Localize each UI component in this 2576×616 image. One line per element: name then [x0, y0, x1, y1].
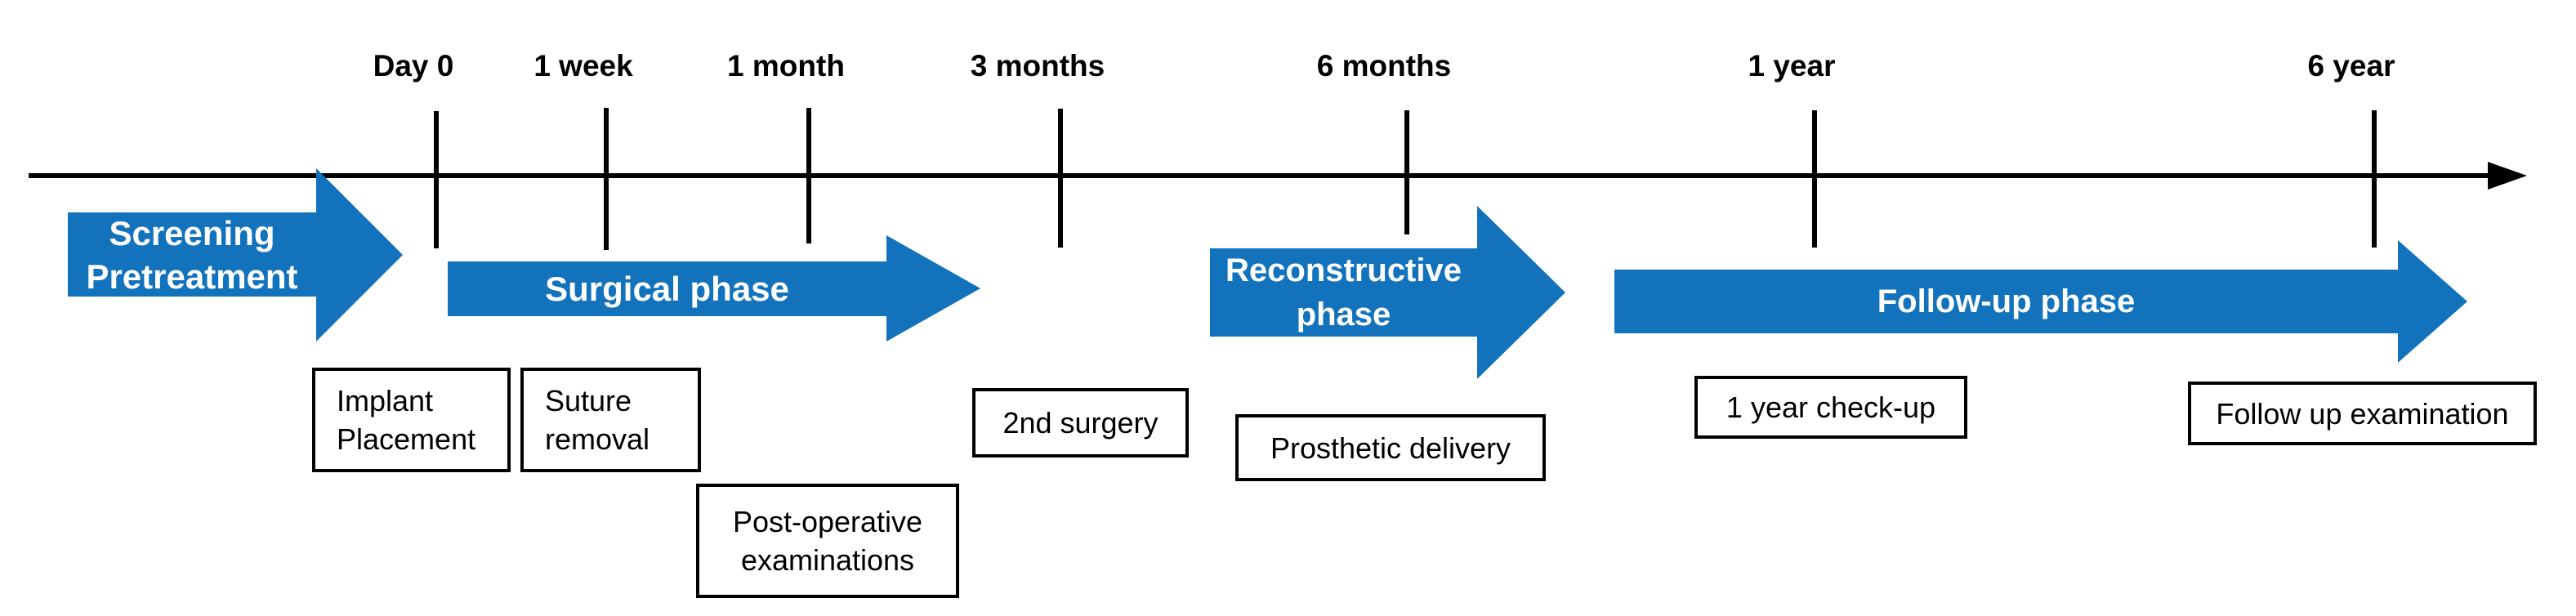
phase-arrow-surgical-phase-head-icon [886, 235, 980, 341]
event-box-suture-removal-label-line: removal [545, 422, 650, 456]
timeline-axis [29, 173, 2488, 178]
tick-label-3-months: 3 months [970, 49, 1105, 83]
phase-arrow-follow-up-phase-label-line: Follow-up phase [1877, 283, 2136, 319]
tick-1-week [604, 108, 609, 250]
phase-arrow-surgical-phase: Surgical phase [448, 261, 886, 316]
tick-6-year [2372, 110, 2377, 248]
event-box-follow-up-examination: Follow up examination [2188, 382, 2537, 445]
tick-1-month [806, 108, 811, 243]
tick-3-months [1058, 109, 1063, 248]
tick-day-0 [434, 111, 439, 248]
phase-arrow-screening-pretreatment-label-line: Pretreatment [86, 257, 298, 296]
phase-arrow-follow-up-phase-head-icon [2398, 240, 2467, 363]
event-box-follow-up-examination-label-line: Follow up examination [2216, 396, 2509, 431]
phase-arrow-screening-pretreatment-label-line: Screening [109, 213, 275, 252]
event-box-suture-removal-label-line: Suture [545, 384, 632, 417]
tick-label-6-months: 6 months [1316, 49, 1452, 83]
event-box-implant-placement-label-line: Placement [337, 422, 476, 456]
event-box-1-year-check-up-label-line: 1 year check-up [1726, 391, 1936, 424]
phase-arrow-reconstructive-phase-head-icon [1477, 205, 1565, 379]
phase-arrow-screening-pretreatment-head-icon [316, 167, 403, 341]
event-box-prosthetic-delivery-label-line: Prosthetic delivery [1270, 431, 1511, 465]
event-box-2nd-surgery: 2nd surgery [972, 388, 1189, 458]
timeline-axis-arrowhead-icon [2488, 162, 2527, 190]
phase-arrow-surgical-phase-label-line: Surgical phase [545, 269, 789, 308]
event-box-implant-placement-label-line: Implant [337, 384, 434, 417]
tick-1-year [1812, 110, 1817, 248]
phase-arrow-follow-up-phase: Follow-up phase [1614, 270, 2398, 333]
event-box-prosthetic-delivery: Prosthetic delivery [1235, 414, 1546, 481]
tick-label-day-0: Day 0 [373, 49, 454, 83]
tick-label-1-month: 1 month [727, 49, 845, 83]
event-box-post-operative-examinations-label-line: examinations [740, 543, 915, 577]
event-box-2nd-surgery-label-line: 2nd surgery [1002, 406, 1159, 440]
event-box-post-operative-examinations: Post-operative examinations [696, 484, 959, 598]
tick-label-1-year: 1 year [1748, 49, 1836, 83]
phase-arrow-reconstructive-phase: Reconstructive phase [1210, 248, 1477, 337]
event-box-1-year-check-up: 1 year check-up [1694, 376, 1967, 439]
event-box-suture-removal: Suture removal [520, 368, 701, 472]
tick-label-1-week: 1 week [534, 49, 633, 83]
tick-label-6-year: 6 year [2307, 49, 2395, 83]
tick-6-months [1404, 110, 1409, 234]
phase-arrow-reconstructive-phase-label-line: phase [1296, 297, 1391, 333]
phase-arrow-reconstructive-phase-label-line: Reconstructive [1225, 252, 1462, 288]
event-box-post-operative-examinations-label-line: Post-operative [732, 505, 923, 538]
